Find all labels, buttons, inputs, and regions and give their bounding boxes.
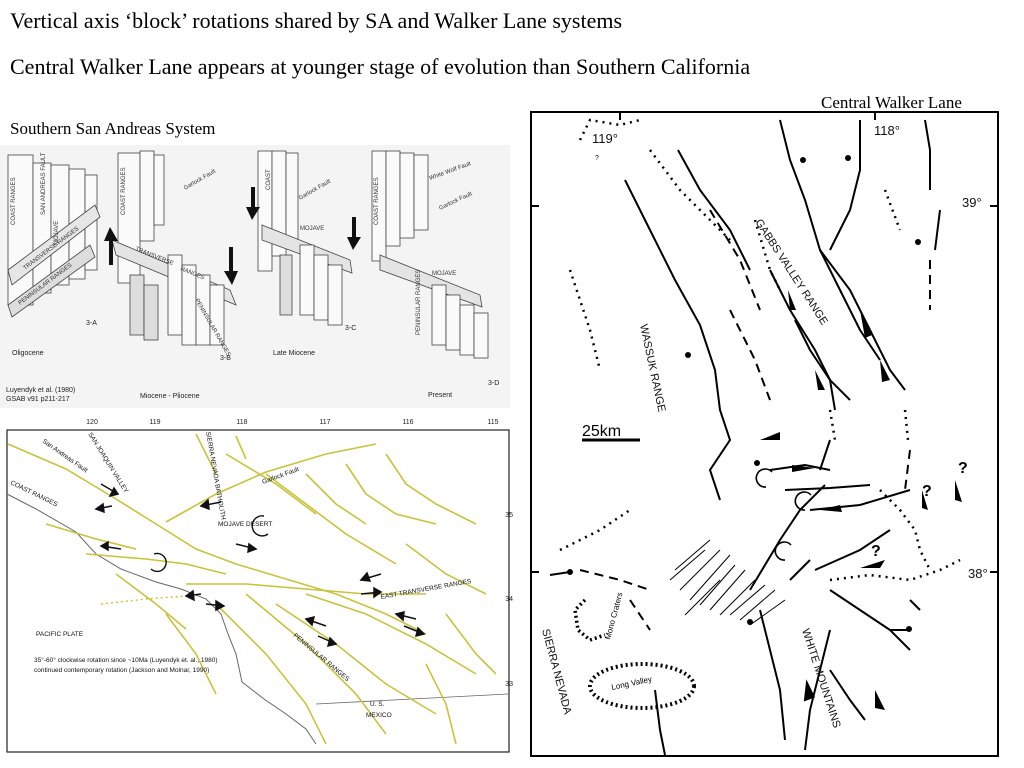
svg-text:continued contemporary rotatio: continued contemporary rotation (Jackson… (34, 667, 209, 674)
svg-text:?: ? (871, 543, 881, 560)
normal-fault-markers (567, 155, 921, 632)
svg-text:EAST TRANSVERSE RANGES: EAST TRANSVERSE RANGES (380, 578, 472, 601)
mono-craters-outline (573, 598, 606, 642)
lat-tick: 34 (505, 596, 513, 603)
svg-text:WASSUK RANGE: WASSUK RANGE (637, 323, 667, 413)
scale-bar: 25km (582, 423, 640, 442)
svg-text:3-D: 3-D (488, 380, 499, 387)
svg-text:Present: Present (428, 392, 452, 399)
svg-text:3-C: 3-C (345, 325, 356, 332)
svg-text:COAST: COAST (266, 169, 272, 190)
lon-label-118: 118° (874, 123, 900, 138)
svg-text:Garlock Fault: Garlock Fault (298, 179, 332, 202)
svg-text:COAST RANGES: COAST RANGES (121, 167, 127, 215)
panel-3c (257, 150, 353, 326)
long-valley-caldera (588, 662, 696, 710)
svg-text:MOJAVE: MOJAVE (54, 221, 60, 245)
svg-text:PENINSULAR RANGES: PENINSULAR RANGES (292, 632, 351, 683)
svg-text:25km: 25km (582, 423, 621, 440)
rotation-symbols (755, 468, 812, 561)
lat-label-38: 38° (968, 566, 988, 581)
panel-3a (7, 154, 101, 318)
lon-label-119: 119° (592, 131, 618, 146)
svg-text:Long Valley: Long Valley (611, 675, 653, 692)
svg-text:SAN ANDREAS FAULT: SAN ANDREAS FAULT (41, 152, 47, 215)
svg-text:Garlock Fault: Garlock Fault (438, 191, 473, 212)
svg-text:?: ? (958, 460, 968, 477)
svg-text:PENINSULAR RANGES: PENINSULAR RANGES (416, 270, 422, 335)
lon-tick: 118 (236, 419, 247, 426)
slip-arrows (94, 483, 426, 648)
panel-3b (111, 150, 237, 346)
lat-label-39: 39° (962, 195, 982, 210)
svg-text:3-A: 3-A (86, 320, 97, 327)
svg-text:PACIFIC PLATE: PACIFIC PLATE (36, 631, 84, 638)
lon-tick: 116 (402, 419, 413, 426)
fault-lines (549, 119, 941, 756)
lon-tick: 120 (86, 419, 98, 426)
svg-text:3-B: 3-B (220, 355, 231, 362)
svg-text:COAST RANGES: COAST RANGES (11, 177, 17, 225)
lon-tick: 117 (319, 419, 330, 426)
map-frame (6, 429, 510, 753)
svg-text:Oligocene: Oligocene (12, 350, 44, 357)
slide-title-line2: Central Walker Lane appears at younger s… (10, 54, 751, 79)
lon-tick: 119 (149, 419, 160, 426)
slide-title-line1: Vertical axis ‘block’ rotations shared b… (10, 8, 623, 33)
small-uncertain-mark: ? (595, 155, 599, 162)
lat-tick: 33 (505, 681, 513, 688)
coastline (6, 493, 317, 745)
svg-text:35°-60° clockwise rotation sin: 35°-60° clockwise rotation since ~10Ma (… (34, 656, 218, 664)
rotation-symbols (150, 515, 269, 573)
svg-text:MOJAVE DESERT: MOJAVE DESERT (218, 521, 272, 528)
svg-text:Miocene - Pliocene: Miocene - Pliocene (140, 393, 200, 400)
svg-text:MOJAVE: MOJAVE (300, 226, 324, 232)
fault-lines (7, 433, 497, 745)
concealed-faults (559, 118, 961, 582)
svg-text:Garlock Fault: Garlock Fault (183, 169, 217, 192)
svg-text:MOJAVE: MOJAVE (432, 271, 456, 277)
svg-text:?: ? (922, 483, 932, 500)
central-walker-lane-label: Central Walker Lane (821, 93, 962, 112)
panel-3d (371, 150, 489, 359)
svg-text:COAST RANGES: COAST RANGES (9, 480, 59, 509)
svg-text:COAST RANGES: COAST RANGES (374, 177, 380, 225)
svg-text:MEXICO: MEXICO (366, 712, 392, 719)
lon-tick: 115 (487, 419, 498, 426)
dashed-fault (100, 595, 187, 605)
svg-text:U. S.: U. S. (370, 701, 385, 708)
lat-tick: 35 (505, 512, 513, 519)
svg-text:Late Miocene: Late Miocene (273, 350, 315, 357)
block-rotation-diagram: COAST RANGES SAN ANDREAS FAULT MOJAVE TR… (0, 145, 510, 408)
central-walker-lane-map: 119° 118° 39° 38° 25km (530, 110, 1000, 758)
southern-san-andreas-label: Southern San Andreas System (10, 119, 216, 138)
map-frame (530, 111, 999, 757)
slip-arrows (760, 290, 962, 710)
svg-text:Garlock Fault: Garlock Fault (261, 466, 300, 486)
southern-california-fault-map: 120 119 118 117 116 115 35 34 33 (6, 414, 513, 754)
svg-text:SIERRA NEVADA: SIERRA NEVADA (539, 628, 573, 717)
svg-text:GSAB v91 p211-217: GSAB v91 p211-217 (6, 396, 70, 403)
fault-swarm (669, 539, 786, 626)
svg-text:Mono Craters: Mono Craters (603, 591, 624, 640)
svg-text:White Wolf Fault: White Wolf Fault (429, 161, 473, 182)
uncertain-marks: ? ? ? (871, 460, 968, 560)
inferred-faults (579, 209, 931, 631)
svg-text:Luyendyk et al. (1980): Luyendyk et al. (1980) (6, 387, 75, 394)
